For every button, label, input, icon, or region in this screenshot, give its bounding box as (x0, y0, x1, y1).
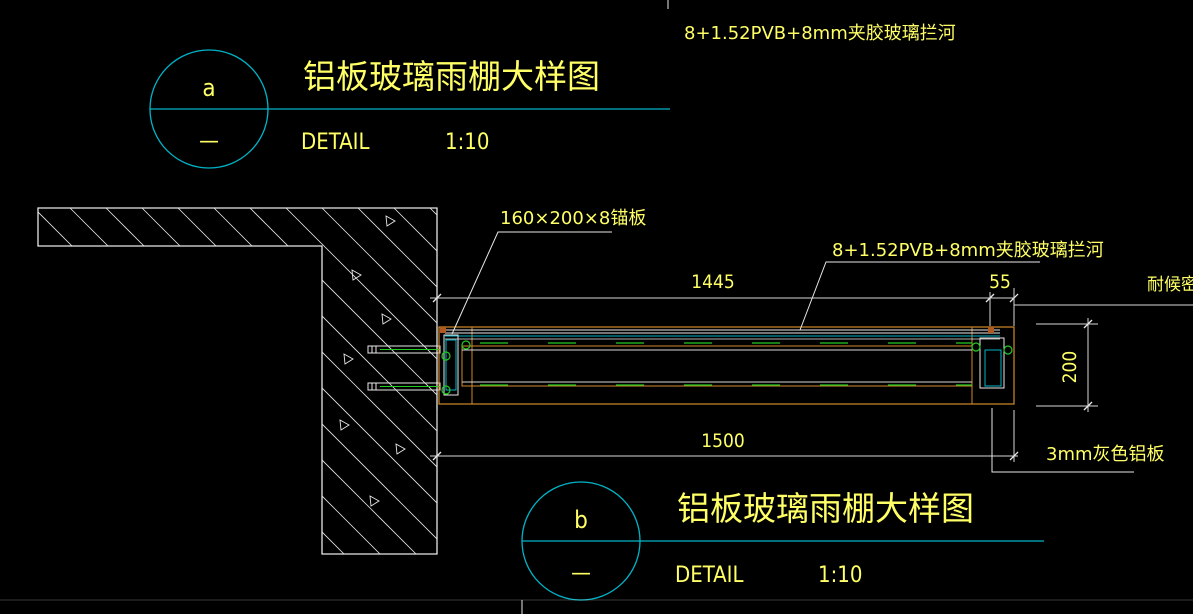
aggregate-triangle (343, 353, 354, 365)
dim-200: 200 (1059, 351, 1081, 384)
note-glass: 8+1.52PVB+8mm夹胶玻璃拦河 (832, 240, 1104, 261)
hatch-line (357, 208, 437, 554)
aggregate-triangle (385, 215, 396, 227)
detail-symbol-a-sub: — (199, 129, 219, 154)
aggregate-triangle (369, 495, 380, 507)
detail-scale-b: 1:10 (818, 563, 862, 588)
detail-title-b: 铝板玻璃雨棚大样图 (677, 489, 974, 528)
hatch-line (38, 208, 251, 554)
hatch-line (38, 208, 323, 554)
dimension-lines: 1445 55 200 1500 (430, 271, 1193, 462)
aggregate-triangle (395, 443, 406, 455)
note-anchor-plate: 160×200×8锚板 (500, 208, 646, 229)
detail-symbol-a-letter: a (202, 74, 215, 102)
aggregate-triangle (339, 419, 350, 431)
hatch-line (213, 208, 437, 554)
hatch-line (38, 208, 143, 554)
dim-55: 55 (989, 271, 1011, 293)
dim-1445: 1445 (691, 271, 735, 293)
detail-symbol-b-letter: b (574, 506, 588, 534)
title-block-a: a — 铝板玻璃雨棚大样图 DETAIL 1:10 (149, 0, 670, 169)
hatch-line (0, 208, 34, 568)
note-top-glass: 8+1.52PVB+8mm夹胶玻璃拦河 (684, 23, 956, 44)
note-aluminum: 3mm灰色铝板 (1046, 444, 1165, 465)
hatch-line (285, 208, 437, 554)
detail-title-a: 铝板玻璃雨棚大样图 (303, 57, 600, 96)
hatch-line (38, 208, 71, 554)
title-block-b: b — 铝板玻璃雨棚大样图 DETAIL 1:10 (521, 481, 1044, 601)
annotations: 160×200×8锚板 8+1.52PVB+8mm夹胶玻璃拦河 耐候密封 3mm… (451, 208, 1193, 473)
detail-label-b: DETAIL (675, 563, 744, 588)
hatch-line (249, 208, 437, 554)
aggregate-triangle (351, 269, 362, 281)
hatch-line (38, 208, 215, 554)
hatch-line (38, 208, 287, 554)
hatch-line (38, 208, 179, 554)
hatch-line (38, 208, 107, 554)
detail-label-a: DETAIL (301, 130, 370, 155)
detail-scale-a: 1:10 (445, 130, 489, 155)
anchor-bolts (367, 345, 441, 391)
canopy-section (438, 326, 1015, 405)
wall-aggregate (339, 215, 406, 507)
hatch-line (321, 208, 437, 554)
aggregate-triangle (381, 313, 392, 325)
detail-symbol-b-sub: — (571, 561, 591, 586)
note-sealant: 耐候密封 (1147, 275, 1193, 295)
hatch-line (38, 208, 359, 554)
dim-1500: 1500 (701, 430, 745, 452)
